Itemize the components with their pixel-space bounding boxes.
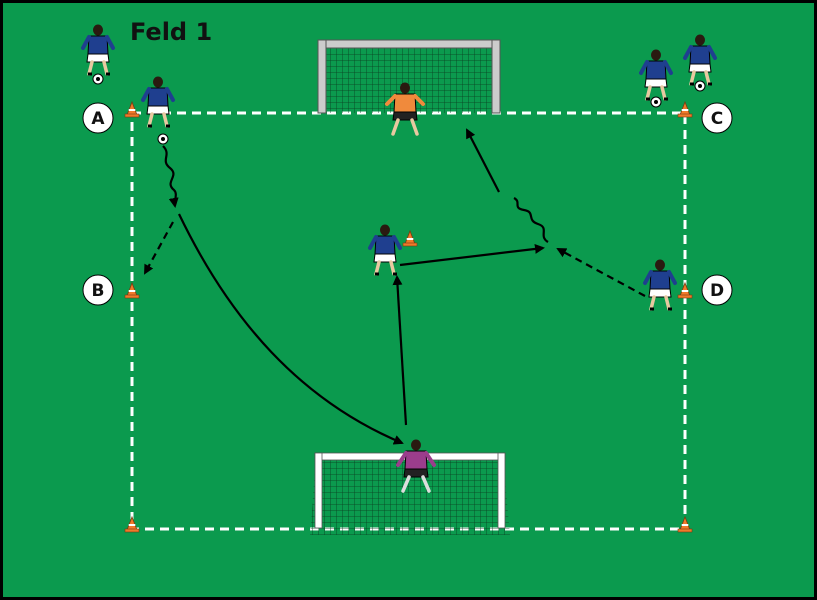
svg-text:C: C [711, 109, 723, 129]
dribble-path-D [513, 197, 549, 243]
run-arrow-to-B [144, 221, 174, 275]
shot-arrow [466, 128, 500, 193]
run-arrow-D [556, 248, 646, 297]
svg-text:D: D [710, 281, 724, 301]
pass-arrow-to-keeper [178, 213, 404, 445]
diagram-title: Feld 1 [130, 18, 212, 46]
dribble-path-A [162, 145, 179, 208]
soccer-ball-icon [650, 96, 662, 108]
position-label-D: D [701, 274, 733, 306]
soccer-ball-icon [157, 133, 169, 145]
position-label-A: A [82, 102, 114, 134]
pass-arrow-center-to-D [399, 243, 545, 267]
goalkeeper-icon [385, 82, 425, 136]
pass-arrow-keeper-to-center [392, 275, 408, 426]
svg-text:B: B [92, 281, 105, 301]
goalkeeper-icon [396, 439, 436, 493]
position-label-B: B [82, 274, 114, 306]
soccer-ball-icon [92, 73, 104, 85]
svg-text:A: A [91, 109, 105, 129]
position-label-C: C [701, 102, 733, 134]
soccer-ball-icon [694, 80, 706, 92]
